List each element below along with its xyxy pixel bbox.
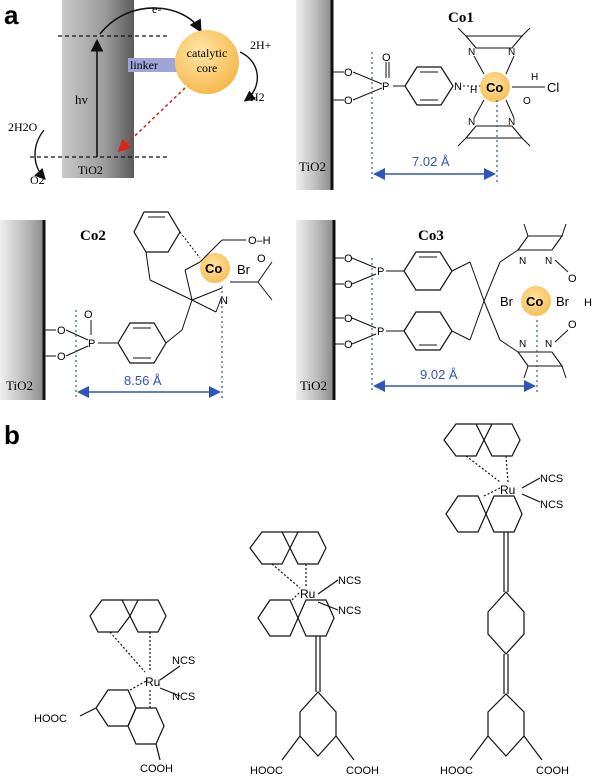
water-arrow	[34, 129, 46, 181]
linker-bar	[128, 58, 178, 72]
tio2-slab	[62, 0, 134, 178]
co2-tio2-label: TiO2	[6, 378, 33, 393]
co3-n-3: N	[519, 339, 526, 350]
co2-br: Br	[237, 262, 251, 277]
co2-o-2: O	[57, 351, 66, 363]
co2-structure: TiO2 Co2 O O P O Co Br O–H O N	[0, 211, 273, 400]
ru-1: Ru	[145, 675, 160, 689]
co3-h: H	[584, 297, 592, 309]
ncs-2a: NCS	[338, 575, 361, 587]
co1-tio2-label: TiO2	[299, 159, 326, 174]
co3-o-4: O	[344, 339, 353, 351]
co3-p-2: P	[377, 326, 384, 338]
co1-o-4: O	[523, 96, 531, 107]
co1-metal: Co	[486, 80, 503, 95]
o2-label: O2	[30, 173, 45, 187]
co1-p: P	[382, 81, 389, 93]
co3-n-1: N	[519, 256, 526, 267]
ru-3: Ru	[500, 483, 515, 497]
electron-label: e-	[152, 2, 161, 16]
co3-structure: TiO2 Co3 O O O O P P Co Br Br	[296, 220, 592, 400]
co1-structure: TiO2 Co1 O O P O N Co N N N N	[296, 0, 559, 190]
co2-o-3: O	[84, 309, 93, 321]
co2-o-1: O	[57, 325, 66, 337]
co2-metal: Co	[205, 261, 222, 276]
ru-2: Ru	[300, 587, 315, 601]
co1-title: Co1	[448, 10, 474, 26]
co1-n-3: N	[468, 117, 475, 128]
co3-n-4: N	[545, 339, 552, 350]
co1-o-1: O	[344, 67, 353, 79]
hooc-3: HOOC	[440, 765, 473, 777]
core-label-2: core	[197, 61, 218, 75]
co1-h-2: H	[531, 72, 538, 83]
co2-p: P	[88, 338, 95, 350]
h2-arrow	[239, 51, 259, 102]
co1-cl: Cl	[547, 80, 559, 95]
ru-dye-3	[443, 423, 543, 761]
co1-distance: 7.02 Å	[412, 154, 450, 169]
tio2-label-schematic: TiO2	[78, 163, 103, 177]
water-label: 2H2O	[8, 120, 38, 134]
recombination-arrow	[117, 87, 186, 153]
ncs-1a: NCS	[172, 655, 195, 667]
co3-o-2: O	[344, 279, 353, 291]
hooc-2: HOOC	[250, 765, 283, 777]
co2-title: Co2	[80, 228, 106, 244]
co3-title: Co3	[418, 228, 444, 244]
cooh-2: COOH	[346, 765, 379, 777]
hooc-1: HOOC	[34, 713, 67, 725]
co3-metal: Co	[526, 294, 543, 309]
co3-distance: 9.02 Å	[420, 367, 458, 382]
ru-dye-2	[249, 531, 355, 761]
co2-distance: 8.56 Å	[124, 373, 162, 388]
co3-tio2-label: TiO2	[300, 378, 327, 393]
co1-h-1: H	[470, 85, 477, 96]
co2-n: N	[220, 295, 228, 307]
ncs-3b: NCS	[540, 499, 563, 511]
core-label-1: catalytic	[187, 46, 228, 60]
co3-o-5: O	[568, 273, 577, 285]
co1-n-4: N	[508, 117, 515, 128]
ncs-3a: NCS	[540, 473, 563, 485]
proton-label: 2H+	[250, 38, 272, 52]
ncs-2b: NCS	[338, 605, 361, 617]
co3-o-1: O	[344, 253, 353, 265]
panel-b-label: b	[4, 420, 20, 450]
hv-label: hv	[75, 92, 89, 107]
co3-o-6: O	[568, 319, 577, 331]
co3-o-3: O	[344, 313, 353, 325]
h2-label: H2	[250, 90, 265, 104]
linker-label: linker	[130, 58, 158, 72]
co1-n-py: N	[454, 81, 462, 93]
cooh-1: COOH	[140, 763, 173, 775]
co2-o-4: O	[257, 253, 266, 265]
electron-arrow	[99, 7, 202, 35]
co3-br-2: Br	[556, 294, 570, 309]
co3-br-1: Br	[500, 294, 514, 309]
co1-o-2: O	[344, 95, 353, 107]
co2-oh: O–H	[248, 235, 271, 247]
catalytic-core	[175, 30, 239, 94]
co3-p-1: P	[377, 266, 384, 278]
schematic: hv e- linker catalytic core 2H+ H2 2H2O …	[8, 0, 272, 187]
ncs-1b: NCS	[172, 691, 195, 703]
ru-dye-1	[79, 599, 181, 761]
cooh-3: COOH	[536, 765, 569, 777]
co1-o-3: O	[382, 52, 391, 64]
panel-a-label: a	[4, 0, 19, 30]
co3-n-2: N	[545, 256, 552, 267]
co1-n-2: N	[508, 47, 515, 58]
co1-n-1: N	[468, 47, 475, 58]
